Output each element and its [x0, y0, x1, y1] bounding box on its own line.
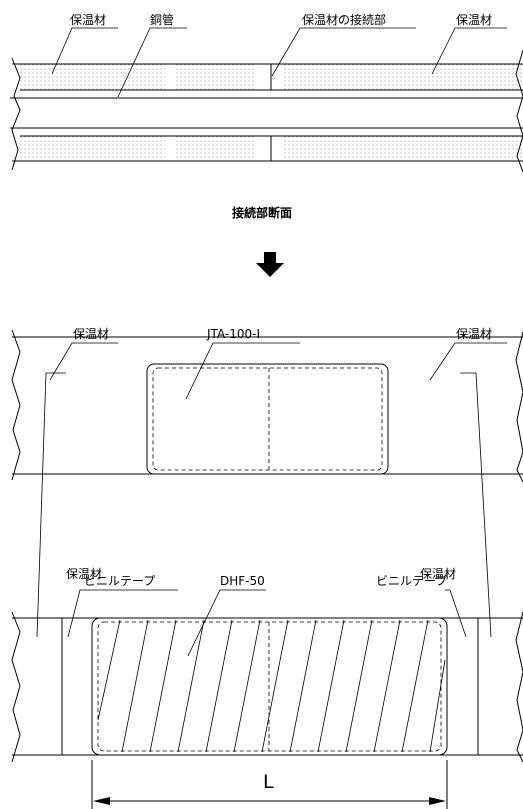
break-line-right-2 — [515, 331, 523, 483]
label-insulation-left: 保温材 — [70, 13, 106, 27]
wrap-outline — [91, 617, 448, 756]
label-insulation-right: 保温材 — [456, 13, 492, 27]
label-vinyl-tape-right: ビニルテープ — [376, 574, 447, 588]
figure-wrapped: 保温材 ビニルテープ DHF-50 ビニルテープ 保温材 L — [11, 372, 523, 809]
break-line-right-1 — [515, 49, 523, 173]
dimension-arrow-right-icon — [429, 797, 446, 805]
label-insulation-right: 保温材 — [420, 567, 456, 581]
sleeve-inner-outline — [152, 367, 383, 471]
label-vinyl-tape-left: ビニルテープ — [84, 574, 155, 588]
caption-joint-section: 接続部断面 — [232, 205, 292, 220]
wrap-inner-outline — [97, 621, 442, 752]
wrap-diagonal-lines — [97, 619, 446, 753]
label-insulation-left: 保温材 — [73, 327, 109, 341]
label-copper-pipe: 銅管 — [150, 12, 174, 27]
label-sleeve: JTA-100-I — [206, 327, 260, 341]
sleeve-outline — [146, 363, 389, 475]
down-arrow-icon — [256, 252, 284, 277]
dimension-label: L — [263, 771, 274, 793]
label-wrap: DHF-50 — [220, 574, 265, 588]
figure-joint-section: 保温材 銅管 保温材の接続部 保温材 接続部断面 — [10, 12, 523, 220]
break-line-right-3 — [515, 611, 523, 763]
break-line-left-3 — [11, 611, 21, 763]
break-line-left-2 — [11, 329, 21, 481]
break-line-left-1 — [11, 57, 21, 171]
label-insulation-left: 保温材 — [66, 567, 102, 581]
figure-sleeve: 保温材 JTA-100-I 保温材 — [11, 327, 523, 483]
label-insulation-right: 保温材 — [456, 327, 492, 341]
label-joint: 保温材の接続部 — [302, 12, 386, 27]
dimension-arrow-left-icon — [93, 797, 110, 805]
